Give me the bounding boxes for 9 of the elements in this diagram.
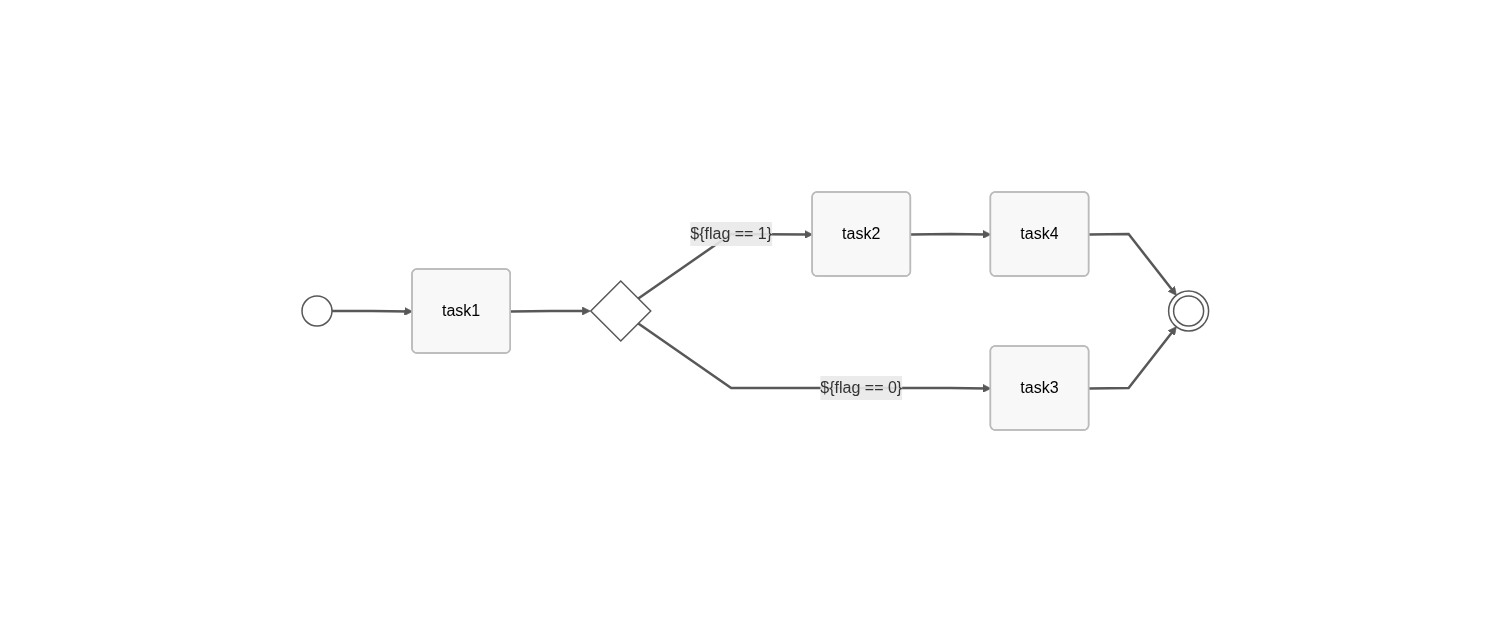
arrow [510, 306, 591, 316]
arrow [910, 230, 991, 239]
arrow [1088, 326, 1177, 390]
edge-label: ${flag == 1} [689, 225, 772, 242]
node-diamond [589, 279, 652, 343]
edge-label: ${flag == 0} [819, 379, 902, 396]
node-circle [1167, 290, 1210, 332]
arrow [1088, 232, 1177, 296]
node-circle [300, 295, 333, 327]
